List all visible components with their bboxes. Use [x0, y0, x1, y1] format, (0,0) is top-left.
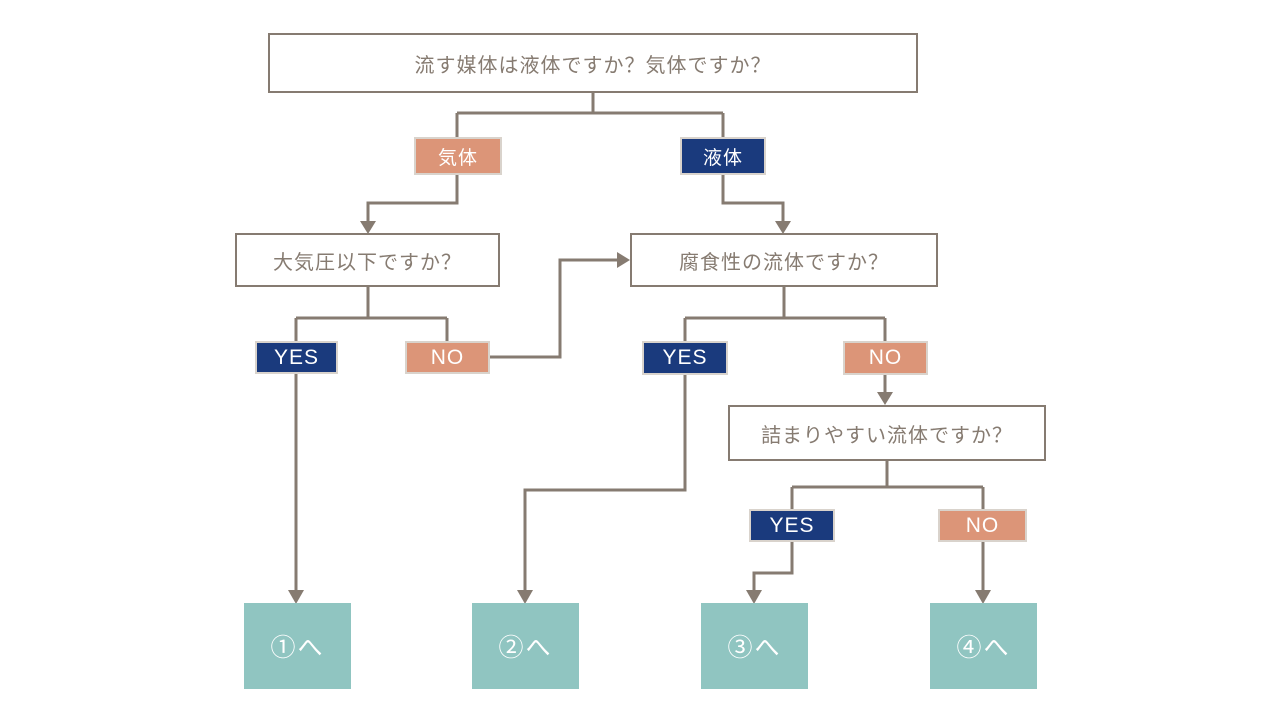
terminal-box-2: ②へ — [472, 603, 579, 689]
arrowhead-to-clogging — [877, 392, 893, 405]
decision-yes-pressure: YES — [255, 341, 338, 374]
arrowhead-to-terminal-2 — [517, 590, 533, 604]
arrowhead-to-terminal-3 — [746, 590, 762, 604]
decision-no-pressure: NO — [405, 341, 490, 374]
branch-label-gas: 気体 — [414, 137, 502, 175]
decision-no-clogging: NO — [938, 509, 1027, 542]
arrowhead-to-corrosive-left — [617, 252, 630, 268]
question-box-clogging: 詰まりやすい流体ですか？ — [728, 405, 1046, 461]
arrowhead-to-corrosive-top — [775, 221, 791, 234]
question-box-root: 流す媒体は液体ですか？気体ですか？ — [268, 33, 918, 93]
decision-no-corrosive: NO — [843, 341, 928, 375]
arrowhead-to-pressure — [360, 221, 376, 234]
question-box-corrosive: 腐食性の流体ですか？ — [630, 233, 938, 287]
terminal-box-1: ①へ — [244, 603, 351, 689]
terminal-box-4: ④へ — [930, 603, 1037, 689]
question-box-pressure: 大気圧以下ですか？ — [235, 233, 500, 287]
decision-yes-corrosive: YES — [642, 341, 728, 375]
arrowhead-to-terminal-4 — [975, 590, 991, 604]
arrowhead-to-terminal-1 — [288, 590, 304, 604]
terminal-box-3: ③へ — [701, 603, 808, 689]
decision-yes-clogging: YES — [749, 509, 835, 542]
branch-label-liquid: 液体 — [680, 137, 766, 175]
